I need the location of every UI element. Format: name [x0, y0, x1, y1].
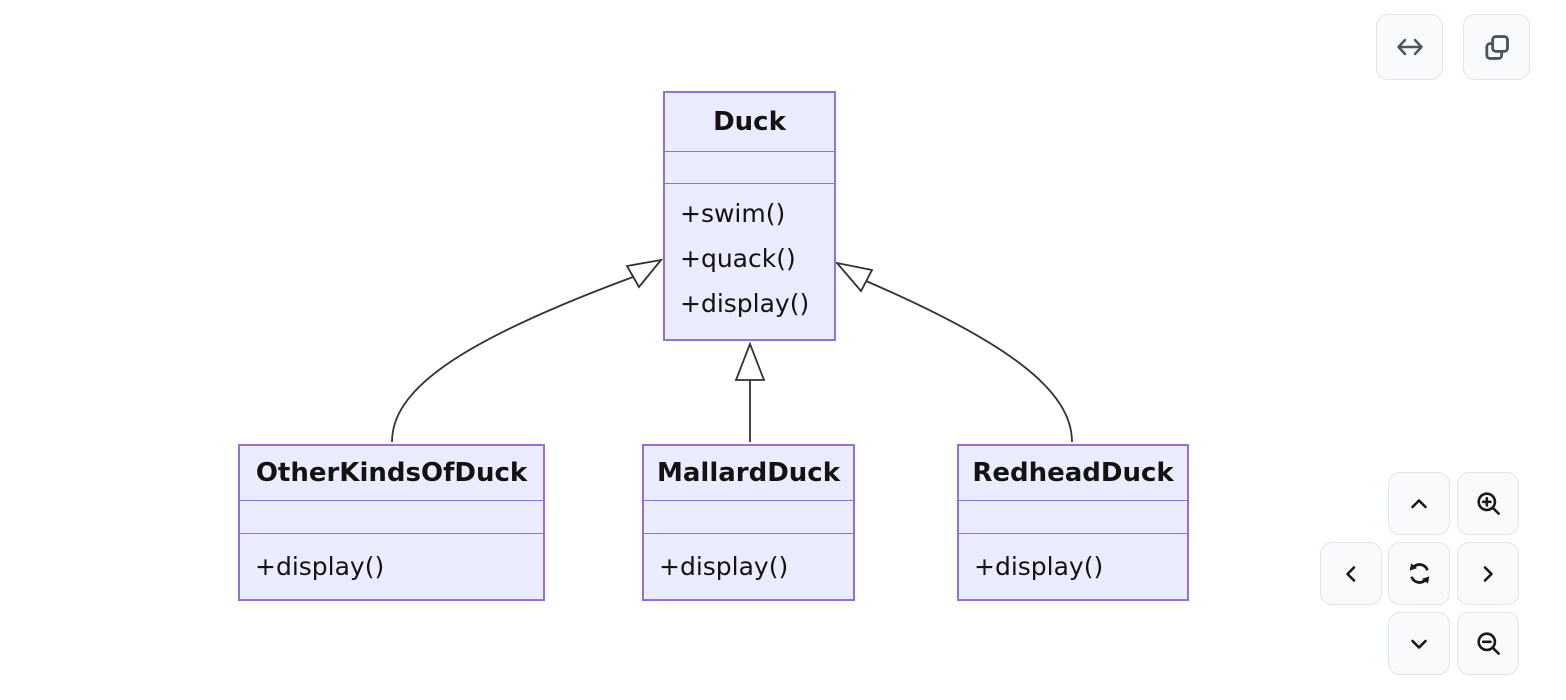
class-methods: +display()	[959, 534, 1187, 599]
class-title: MallardDuck	[644, 446, 853, 501]
class-method: +display()	[974, 552, 1104, 581]
class-attributes-empty	[240, 501, 543, 534]
copy-diagram-button[interactable]	[1463, 14, 1530, 80]
pan-left-button[interactable]	[1320, 542, 1382, 605]
inheritance-arrowhead	[625, 258, 664, 289]
inheritance-arrowhead	[834, 261, 874, 293]
edge-otherkindsofduck-to-duck	[391, 276, 634, 443]
class-method: +quack()	[680, 244, 796, 273]
class-method: +display()	[255, 552, 385, 581]
chevron-right-icon	[1483, 565, 1493, 582]
sync-icon	[1409, 563, 1429, 584]
magnifier-minus-icon	[1476, 632, 1500, 655]
chevron-up-icon	[1411, 498, 1427, 508]
class-title: OtherKindsOfDuck	[240, 446, 543, 501]
arrows-horizontal-icon	[1396, 38, 1423, 56]
class-title: RedheadDuck	[959, 446, 1187, 501]
zoom-in-button[interactable]	[1457, 472, 1519, 535]
pan-up-button[interactable]	[1388, 472, 1450, 535]
toggle-pane-width-button[interactable]	[1376, 14, 1443, 80]
magnifier-plus-icon	[1476, 492, 1500, 515]
pan-down-button[interactable]	[1388, 612, 1450, 675]
class-methods: +swim() +quack() +display()	[665, 184, 834, 339]
reset-view-button[interactable]	[1388, 542, 1450, 605]
class-method: +display()	[659, 552, 789, 581]
class-node-redheadduck: RedheadDuck +display()	[957, 444, 1189, 601]
edge-redheadduck-to-duck	[865, 280, 1073, 443]
copy-icon	[1485, 34, 1509, 60]
inheritance-arrowhead	[734, 341, 766, 381]
class-attributes-empty	[959, 501, 1187, 534]
chevron-left-icon	[1346, 565, 1356, 582]
chevron-down-icon	[1411, 639, 1427, 649]
class-node-mallardduck: MallardDuck +display()	[642, 444, 855, 601]
class-node-duck: Duck +swim() +quack() +display()	[663, 91, 836, 341]
class-methods: +display()	[240, 534, 543, 599]
class-method: +display()	[680, 289, 810, 318]
class-methods: +display()	[644, 534, 853, 599]
pan-right-button[interactable]	[1457, 542, 1519, 605]
class-attributes-empty	[644, 501, 853, 534]
class-method: +swim()	[680, 199, 786, 228]
zoom-out-button[interactable]	[1457, 612, 1519, 675]
class-title: Duck	[665, 93, 834, 152]
class-node-otherkindsofduck: OtherKindsOfDuck +display()	[238, 444, 545, 601]
class-attributes-empty	[665, 152, 834, 184]
